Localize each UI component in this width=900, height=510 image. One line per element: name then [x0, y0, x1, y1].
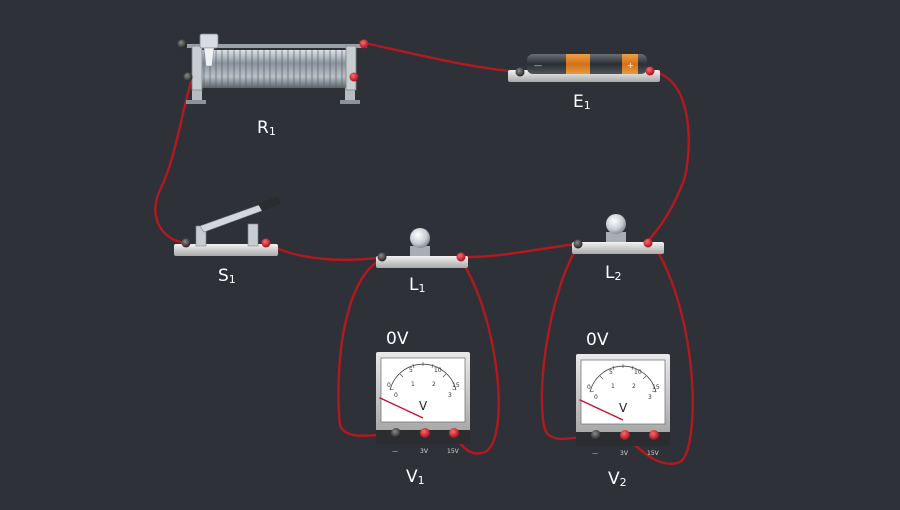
rheostat-slider[interactable]: [199, 33, 219, 67]
rheostat[interactable]: [177, 33, 369, 104]
wire-rheostat-battery[interactable]: [358, 40, 522, 74]
voltmeter-2-scale-top-0: 0: [587, 384, 591, 391]
rheostat-label: R1: [257, 118, 276, 138]
voltmeter-2-scale-bottom-2: 2: [632, 383, 636, 390]
voltmeter-2-scale-bottom-0: 0: [594, 394, 598, 401]
voltmeter-2-terminal-label-15v: 15V: [647, 450, 660, 457]
battery[interactable]: — +: [508, 54, 660, 82]
wire-lamp1-lamp2[interactable]: [459, 242, 580, 259]
lamp1-terminal-a[interactable]: [377, 252, 387, 262]
lamp2-bulb: [606, 214, 626, 234]
voltmeter-1-needle: [379, 397, 424, 419]
rheostat-terminal-c[interactable]: [359, 39, 369, 49]
lamp1-bulb: [410, 228, 430, 248]
battery-minus-mark: —: [534, 61, 542, 70]
rheostat-terminal-a[interactable]: [177, 39, 187, 49]
voltmeter-2-terminal-label-3v: 3V: [620, 450, 629, 457]
battery-terminal-neg[interactable]: [515, 67, 525, 77]
battery-plus-mark: +: [627, 61, 634, 70]
voltmeter-2-needle: [579, 399, 624, 421]
switch-terminal-b[interactable]: [261, 238, 271, 248]
voltmeter-1-scale-top-0: 0: [387, 382, 391, 389]
voltmeter-1-label: V1: [406, 467, 425, 487]
voltmeter-1-terminal-label-15v: 15V: [447, 448, 460, 455]
voltmeter-1-terminal-3v[interactable]: [420, 428, 430, 438]
voltmeter-1-terminal-label-neg: —: [392, 448, 398, 455]
voltmeter-2-terminal-15v[interactable]: [649, 430, 659, 440]
lamp2[interactable]: [572, 214, 664, 254]
voltmeter-2-scale-bottom-3: 3: [648, 394, 652, 401]
voltmeter-2-terminal-3v[interactable]: [620, 430, 630, 440]
lamp1[interactable]: [376, 228, 468, 268]
switch-lever[interactable]: [199, 196, 281, 233]
voltmeter-1-scale-top-3: 15: [452, 382, 460, 389]
wire-switch-lamp1[interactable]: [264, 241, 384, 262]
wire-lamp2-v2-neg[interactable]: [540, 244, 598, 441]
lamp2-terminal-b[interactable]: [643, 238, 653, 248]
voltmeter-1-scale-top-2: 10: [434, 367, 442, 374]
lamp1-label: L1: [409, 275, 425, 295]
voltmeter-2-scale-top-1: 5: [609, 369, 613, 376]
voltmeter-2-reading: 0V: [586, 330, 609, 350]
voltmeter-1-unit: V: [419, 399, 428, 413]
voltmeter-2[interactable]: 0 5 10 15 0 1 2 3 V — 3V 15V: [576, 354, 670, 457]
voltmeter-1-scale-top-1: 5: [409, 367, 413, 374]
lamp1-terminal-b[interactable]: [456, 252, 466, 262]
switch[interactable]: [174, 196, 281, 256]
voltmeter-2-scale-bottom-1: 1: [611, 383, 615, 390]
voltmeter-2-terminal-neg[interactable]: [591, 430, 601, 440]
voltmeter-1-ticks: [389, 362, 457, 391]
voltmeter-1-terminal-neg[interactable]: [391, 428, 401, 438]
switch-terminal-a[interactable]: [181, 238, 191, 248]
voltmeter-1-scale-bottom-2: 2: [432, 381, 436, 388]
voltmeter-2-ticks: [589, 364, 657, 393]
battery-terminal-pos[interactable]: [645, 66, 655, 76]
wire-lamp1-v1-neg[interactable]: [337, 257, 398, 438]
voltmeter-1-reading: 0V: [386, 329, 409, 349]
switch-label: S1: [218, 266, 236, 286]
voltmeter-1-terminal-label-3v: 3V: [420, 448, 429, 455]
voltmeter-1-scale-bottom-3: 3: [448, 392, 452, 399]
wires: [154, 40, 694, 465]
lamp2-terminal-a[interactable]: [573, 239, 583, 249]
voltmeter-2-label: V2: [608, 469, 627, 489]
voltmeter-1[interactable]: 0 5 10 15 0 1 2 3 V — 3V 15V: [376, 352, 470, 455]
rheostat-terminal-d[interactable]: [349, 72, 359, 82]
voltmeter-2-scale-top-3: 15: [652, 384, 660, 391]
voltmeter-2-scale-top-2: 10: [634, 369, 642, 376]
wire-rheostat-switch[interactable]: [154, 76, 194, 245]
voltmeter-1-terminal-15v[interactable]: [449, 428, 459, 438]
voltmeter-2-unit: V: [619, 401, 628, 415]
rheostat-terminal-b[interactable]: [183, 72, 193, 82]
voltmeter-1-scale-bottom-0: 0: [394, 392, 398, 399]
battery-label: E1: [573, 92, 591, 112]
voltmeter-2-terminal-label-neg: —: [592, 450, 598, 457]
voltmeter-1-scale-bottom-1: 1: [411, 381, 415, 388]
wire-lamp1-v1-15v[interactable]: [452, 258, 500, 455]
wire-lamp2-v2-3v[interactable]: [623, 243, 694, 465]
lamp2-label: L2: [605, 263, 621, 283]
wire-battery-lamp2[interactable]: [645, 69, 690, 244]
